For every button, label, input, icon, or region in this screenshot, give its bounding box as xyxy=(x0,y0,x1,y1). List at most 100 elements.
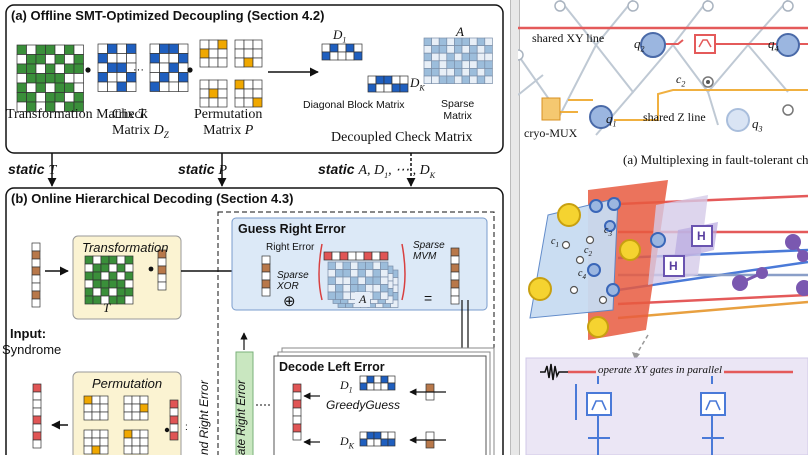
qubit-2 xyxy=(640,32,666,58)
matrix-cell xyxy=(461,45,470,54)
matrix-cell xyxy=(292,423,302,433)
matrix-cell xyxy=(454,68,463,77)
matrix-cell xyxy=(252,79,263,90)
matrix-cell xyxy=(108,271,118,281)
matrix-cell xyxy=(54,82,65,93)
matrix-cell xyxy=(476,52,486,62)
matrix-cell xyxy=(261,271,271,281)
matrix-cell xyxy=(438,52,448,62)
matrix-cell xyxy=(454,52,463,62)
generate-right-error-label: ate Right Error xyxy=(236,380,248,455)
permutation-box-label: Permutation xyxy=(92,376,163,391)
c1-label: c1 xyxy=(551,236,559,249)
matrix-cell xyxy=(347,251,357,261)
matrix-cell xyxy=(391,75,401,85)
matrix-cell xyxy=(372,276,381,285)
matrix-cell xyxy=(84,279,94,289)
yellow-qubit-4 xyxy=(587,316,609,338)
input-label: Input: xyxy=(10,326,47,341)
matrix-cell xyxy=(131,429,141,439)
matrix-cell xyxy=(99,437,109,447)
matrix-cell xyxy=(380,431,389,440)
matrix-cell xyxy=(97,81,108,92)
matrix-cell xyxy=(45,63,56,74)
matrix-cell xyxy=(446,60,455,69)
panel-b-title: (b) Online Hierarchical Decoding (Sectio… xyxy=(11,191,294,206)
matrix-cell xyxy=(234,97,245,108)
matrix-cell xyxy=(157,273,167,283)
matrix-cell xyxy=(366,438,375,447)
figure-divider xyxy=(510,0,520,455)
decode-d1-label: D1 xyxy=(340,378,353,395)
matrix-cell xyxy=(461,75,470,84)
matrix-cell xyxy=(366,431,375,440)
matrix-cell xyxy=(108,263,118,273)
matrix-cell xyxy=(92,279,102,289)
matrix-cell xyxy=(35,63,46,74)
matrix-cell xyxy=(31,282,41,292)
matrix-cell xyxy=(149,81,160,92)
matrix-cell xyxy=(446,37,455,46)
matrix-cell xyxy=(383,83,393,93)
matrix-cell xyxy=(169,407,179,417)
matrix-cell xyxy=(124,271,134,281)
matrix-cell xyxy=(217,48,228,59)
matrix-cell xyxy=(116,53,127,64)
matrix-cell xyxy=(97,53,108,64)
matrix-cell xyxy=(365,261,374,270)
matrix-cell xyxy=(126,81,137,92)
matrix-cell xyxy=(32,383,42,393)
sparse-matrix xyxy=(423,37,493,84)
matrix-cell xyxy=(208,79,219,90)
matrix-cell xyxy=(83,411,93,421)
matrix-cell xyxy=(168,53,179,64)
matrix-cell xyxy=(450,271,460,281)
matrix-cell xyxy=(178,43,189,54)
matrix-cell xyxy=(73,63,84,74)
matrix-cell xyxy=(423,37,432,46)
matrix-cell xyxy=(123,411,133,421)
matrix-cell xyxy=(335,291,344,300)
xy-filter-box xyxy=(694,34,716,54)
matrix-cell xyxy=(372,284,381,293)
svg-text:···: ··· xyxy=(133,64,144,76)
matrix-cell xyxy=(380,291,389,300)
matrix-cell xyxy=(380,375,389,384)
matrix-cell xyxy=(124,295,134,305)
permutation-matrix xyxy=(199,39,263,108)
matrix-cell xyxy=(234,39,245,50)
matrix-cell xyxy=(469,37,478,46)
matrix-cell xyxy=(123,445,133,455)
matrix-cell xyxy=(450,247,460,257)
generate-right-error-bar xyxy=(235,351,254,455)
matrix-cell xyxy=(54,54,65,65)
matrix-cell xyxy=(116,72,127,83)
matrix-cell xyxy=(339,251,349,261)
matrix-cell xyxy=(208,39,219,50)
matrix-cell xyxy=(16,44,27,55)
right-caption: (a) Multiplexing in fault-tolerant ch xyxy=(623,152,808,167)
matrix-cell xyxy=(32,415,42,425)
matrix-cell xyxy=(99,445,109,455)
matrix-cell xyxy=(84,255,94,265)
matrix-cell xyxy=(123,429,133,439)
matrix-cell xyxy=(16,82,27,93)
matrix-cell xyxy=(461,60,470,69)
matrix-cell xyxy=(139,429,149,439)
matrix-cell xyxy=(116,279,126,289)
matrix-cell xyxy=(234,48,245,59)
stacked-a-label: A xyxy=(355,292,371,307)
matrix-cell xyxy=(100,255,110,265)
matrix-cell xyxy=(372,291,381,300)
guess-right-error-title: Guess Right Error xyxy=(238,222,346,236)
matrix-cell xyxy=(208,57,219,68)
static-label-1: static T xyxy=(8,161,57,178)
matrix-cell xyxy=(208,48,219,59)
matrix-cell xyxy=(107,53,118,64)
matrix-cell xyxy=(431,60,440,69)
matrix-cell xyxy=(126,43,137,54)
matrix-cell xyxy=(84,295,94,305)
xor-symbol: ⊕ xyxy=(283,293,296,310)
matrix-cell xyxy=(84,271,94,281)
matrix-cell xyxy=(431,75,440,84)
